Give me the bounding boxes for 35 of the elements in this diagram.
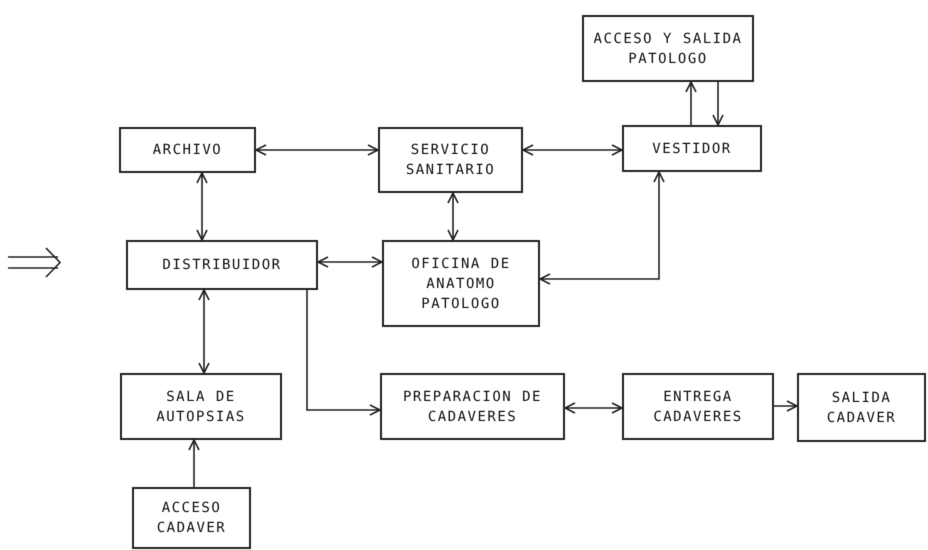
arrow: [685, 81, 697, 125]
box-label: ACCESO CADAVER: [156, 499, 228, 538]
box-label: DISTRIBUIDOR: [162, 256, 282, 275]
box-label: ENTREGA CADAVERES: [652, 388, 744, 426]
process-box: [119, 127, 256, 173]
process-box: [797, 373, 926, 442]
box-label: ACCESO Y SALIDA PATOLOGO: [592, 30, 744, 68]
process-box: [378, 127, 523, 193]
box-label: SALA DE AUTOPSIAS: [155, 388, 247, 426]
arrow: [317, 256, 383, 268]
process-box: [582, 15, 754, 82]
box-label: ARCHIVO: [152, 141, 222, 160]
arrow: [774, 400, 798, 412]
arrow: [255, 144, 379, 156]
arrow: [712, 82, 724, 126]
process-box: [132, 487, 251, 549]
arrow: [522, 144, 623, 156]
arrow: [306, 290, 381, 416]
process-box: [622, 373, 774, 440]
arrow: [196, 172, 208, 241]
process-box: [126, 240, 318, 290]
box-label: PREPARACION DE CADAVERES: [402, 388, 543, 426]
process-box: [380, 373, 565, 440]
box-label: SERVICIO SANITARIO: [404, 141, 496, 180]
arrow: [539, 171, 665, 285]
arrow: [564, 402, 623, 414]
arrow: [447, 192, 459, 241]
process-box: [382, 240, 540, 327]
arrow: [198, 289, 210, 374]
process-box: [120, 373, 282, 440]
arrow: [188, 439, 200, 487]
box-label: OFICINA DE ANATOMO PATOLOGO: [410, 254, 512, 314]
box-label: VESTIDOR: [652, 140, 732, 158]
box-label: SALIDA CADAVER: [826, 388, 898, 428]
process-box: [622, 125, 762, 172]
